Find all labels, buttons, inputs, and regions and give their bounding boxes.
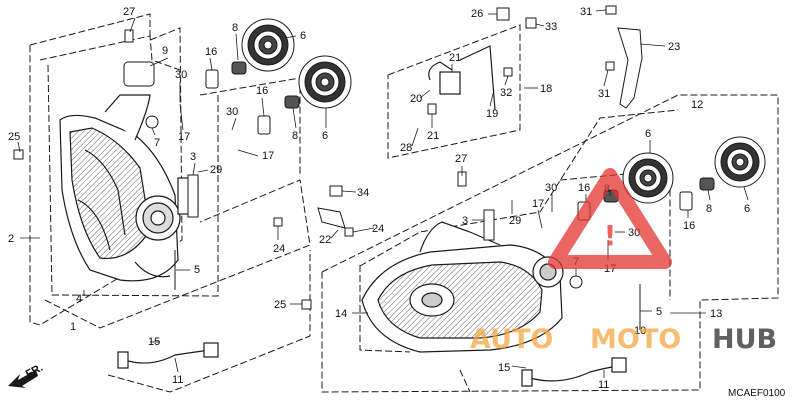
label-21a: 21 [449,52,461,64]
label-12: 12 [691,99,703,111]
label-9: 9 [162,45,168,57]
left-headlight-housing [59,94,199,282]
watermark-logo: ! AUTO MOTO HUB [470,168,777,355]
label-20: 20 [410,93,422,105]
label-17b: 17 [262,150,274,162]
bulb-cover-right-2 [714,136,766,188]
label-6a: 6 [300,30,306,42]
label-29a: 29 [210,164,222,176]
label-16b: 16 [256,85,268,97]
label-28: 28 [400,142,412,154]
fr-arrow-icon [8,370,38,388]
watermark-text-c: HUB [712,324,777,355]
label-26: 26 [471,8,483,20]
label-33: 33 [545,21,557,33]
watermark-text-a: AUTO [470,324,553,355]
leader-lines [17,9,749,378]
label-2: 2 [8,233,14,245]
label-18: 18 [540,83,552,95]
label-25a: 25 [8,131,20,143]
label-23: 23 [668,41,680,53]
label-7a: 7 [154,137,160,149]
label-30b: 30 [226,106,238,118]
watermark-text-b: MOTO [590,324,681,355]
label-1: 1 [70,321,76,333]
label-27a: 27 [123,6,135,18]
label-11b: 11 [598,379,609,391]
label-24a: 24 [273,243,285,255]
part-labels: 27 9 16 8 6 30 17 30 16 8 6 17 25 7 3 29… [8,6,750,391]
label-14: 14 [335,308,347,320]
front-direction-arrow: FR. [8,362,45,388]
label-24b: 24 [372,223,384,235]
label-11a: 11 [172,374,183,386]
label-10: 10 [634,325,646,337]
label-4: 4 [76,293,82,305]
label-5b: 5 [656,306,662,318]
label-31a: 31 [580,6,592,18]
label-22: 22 [319,234,331,246]
center-sub-frame [387,24,521,159]
label-34: 34 [357,187,369,199]
label-3b: 3 [462,215,468,227]
label-32: 32 [500,87,512,99]
label-3a: 3 [190,151,196,163]
label-30a: 30 [175,69,187,81]
direction-label: FR. [24,362,45,381]
warning-mark-icon: ! [604,219,617,252]
label-5a: 5 [194,264,200,276]
label-21b: 21 [427,130,439,142]
label-17a: 17 [178,131,190,143]
label-27b: 27 [455,153,467,165]
bulb-cover-right-1 [622,152,674,204]
label-31b: 31 [598,88,610,100]
label-16d: 16 [683,220,695,232]
label-16a: 16 [205,46,217,58]
label-6b: 6 [322,130,328,142]
label-6d: 6 [744,203,750,215]
label-16c: 16 [578,182,590,194]
bulb-cover-left-2 [298,55,352,109]
label-6c: 6 [645,128,651,140]
label-8d: 8 [706,203,712,215]
label-29b: 29 [509,215,521,227]
label-17c: 17 [532,198,544,210]
label-30c: 30 [545,182,557,194]
drawing-code: MCAEF0100 [728,388,786,399]
label-15b: 15 [498,362,510,374]
label-8b: 8 [292,130,298,142]
label-8a: 8 [232,22,238,34]
brackets-and-fasteners [13,5,643,330]
label-13: 13 [710,308,722,320]
bulb-cover-left-1 [241,18,295,72]
wire-harnesses [117,45,627,387]
right-headlight-housing [361,221,564,353]
label-25b: 25 [274,299,286,311]
label-19: 19 [486,108,498,120]
